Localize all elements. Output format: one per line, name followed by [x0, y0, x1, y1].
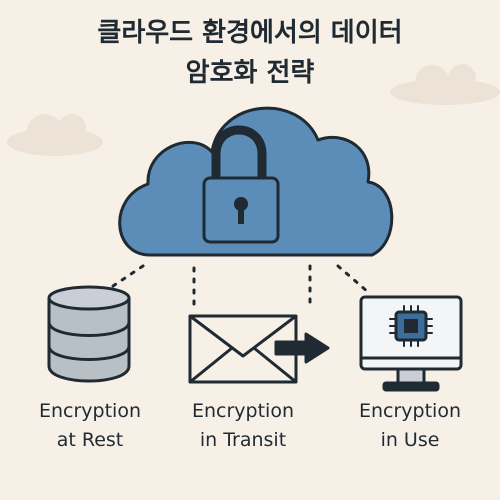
- padlock-icon: [202, 125, 280, 244]
- label-rest-line2: at Rest: [56, 429, 124, 451]
- label-encryption-at-rest: Encryption at Rest: [5, 397, 175, 455]
- label-encryption-in-use: Encryption in Use: [325, 397, 495, 455]
- envelope-arrow-icon: [188, 314, 330, 384]
- connector-use: [336, 264, 370, 294]
- connector-rest: [102, 264, 145, 294]
- label-use-line2: in Use: [380, 429, 440, 451]
- label-transit-line2: in Transit: [199, 429, 287, 451]
- label-encryption-in-transit: Encryption in Transit: [158, 397, 328, 455]
- connector-lines: [102, 264, 370, 308]
- label-rest-line1: Encryption: [38, 400, 141, 422]
- background-cloud-left: [7, 114, 103, 156]
- label-transit-line1: Encryption: [191, 400, 294, 422]
- diagram-title-line2: 암호화 전략: [185, 58, 315, 88]
- monitor-chip-icon: [359, 295, 463, 392]
- label-use-line1: Encryption: [358, 400, 461, 422]
- background-cloud-right: [390, 64, 500, 105]
- diagram-title-line1: 클라우드 환경에서의 데이터: [97, 18, 403, 48]
- database-icon: [47, 285, 131, 383]
